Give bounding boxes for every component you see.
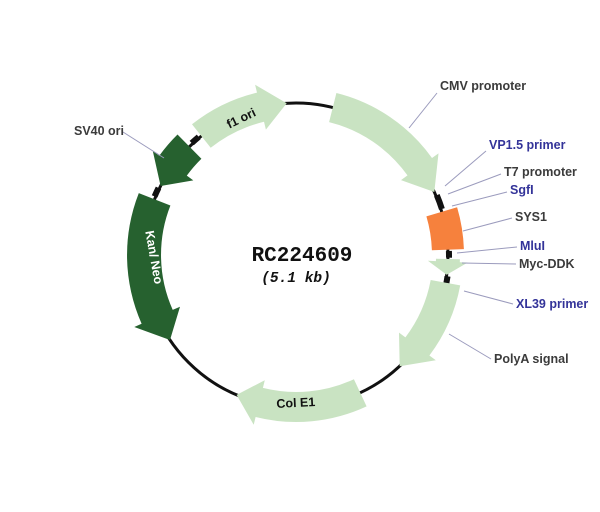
callout-label-vp15-primer: VP1.5 primer bbox=[489, 138, 566, 152]
leader-line-sv40-ori bbox=[122, 131, 165, 159]
callout-label-t7-promoter: T7 promoter bbox=[504, 165, 577, 179]
leader-line-cmv-promoter bbox=[408, 92, 438, 129]
feature-polya bbox=[399, 280, 461, 367]
leader-line-mlui-site bbox=[456, 246, 518, 254]
leader-line-polya-signal bbox=[448, 333, 492, 360]
callout-label-sgfi-site: SgfI bbox=[510, 183, 534, 197]
callout-label-xl39-primer: XL39 primer bbox=[516, 297, 588, 311]
leader-line-xl39-primer bbox=[463, 290, 514, 305]
leader-line-sys1 bbox=[462, 217, 513, 232]
feature-col-e1 bbox=[236, 379, 367, 425]
callout-label-sv40-ori: SV40 ori bbox=[74, 124, 124, 138]
callout-label-sys1: SYS1 bbox=[515, 210, 547, 224]
tick-t7-region bbox=[434, 194, 445, 210]
feature-sv40-ori bbox=[152, 134, 202, 186]
plasmid-name: RC224609 bbox=[252, 245, 353, 268]
tick-sv40-f1 bbox=[189, 134, 201, 146]
callout-label-polya-signal: PolyA signal bbox=[494, 352, 569, 366]
plasmid-size: (5.1 kb) bbox=[261, 271, 331, 287]
leader-line-vp15-primer bbox=[444, 150, 487, 187]
tick-myc-polya bbox=[443, 275, 451, 284]
leader-line-myc-ddk bbox=[461, 262, 517, 265]
feature-cmv-promoter bbox=[329, 93, 439, 192]
feature-kan-neo bbox=[127, 193, 180, 340]
callout-label-mlui-site: MluI bbox=[520, 239, 545, 253]
leader-line-t7-promoter bbox=[447, 173, 502, 195]
band-label-col-e1: Col E1 bbox=[276, 395, 316, 411]
callout-label-cmv-promoter: CMV promoter bbox=[440, 79, 526, 93]
tick-kan-sv40 bbox=[151, 186, 162, 198]
feature-myc-ddk bbox=[427, 258, 468, 275]
leader-line-sgfi-site bbox=[451, 191, 508, 207]
feature-f1-ori bbox=[192, 84, 287, 148]
callout-label-myc-ddk: Myc-DDK bbox=[519, 257, 575, 271]
feature-sys1 bbox=[426, 207, 464, 251]
